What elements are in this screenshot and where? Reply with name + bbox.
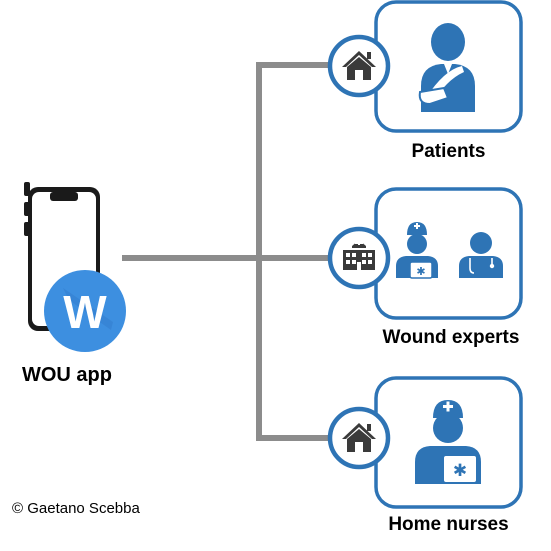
- doctor-icon: [459, 232, 503, 278]
- hospital-icon: [343, 239, 375, 270]
- home-nurses-label: Home nurses: [388, 514, 509, 535]
- app-label: WOU app: [22, 364, 112, 386]
- patient-with-arm-sling-icon: [418, 23, 475, 112]
- nurse-icon: ✱: [415, 400, 481, 484]
- wou-app-logo[interactable]: W: [44, 270, 126, 352]
- nurse-icon: ✱: [396, 222, 438, 279]
- connector-lines: [122, 62, 330, 441]
- copyright-text: © Gaetano Scebba: [12, 500, 140, 517]
- svg-text:✱: ✱: [416, 265, 425, 278]
- home-nurses-group: ✱: [327, 376, 523, 509]
- wound-experts-label: Wound experts: [382, 327, 520, 348]
- wound-experts-group: ✱: [327, 187, 523, 320]
- patients-label: Patients: [411, 141, 486, 162]
- wound-experts-card: [374, 187, 523, 320]
- app-logo-letter: W: [63, 286, 107, 338]
- house-icon: [342, 51, 376, 80]
- svg-text:✱: ✱: [453, 461, 467, 481]
- house-icon: [342, 423, 376, 452]
- patients-group: [327, 0, 523, 133]
